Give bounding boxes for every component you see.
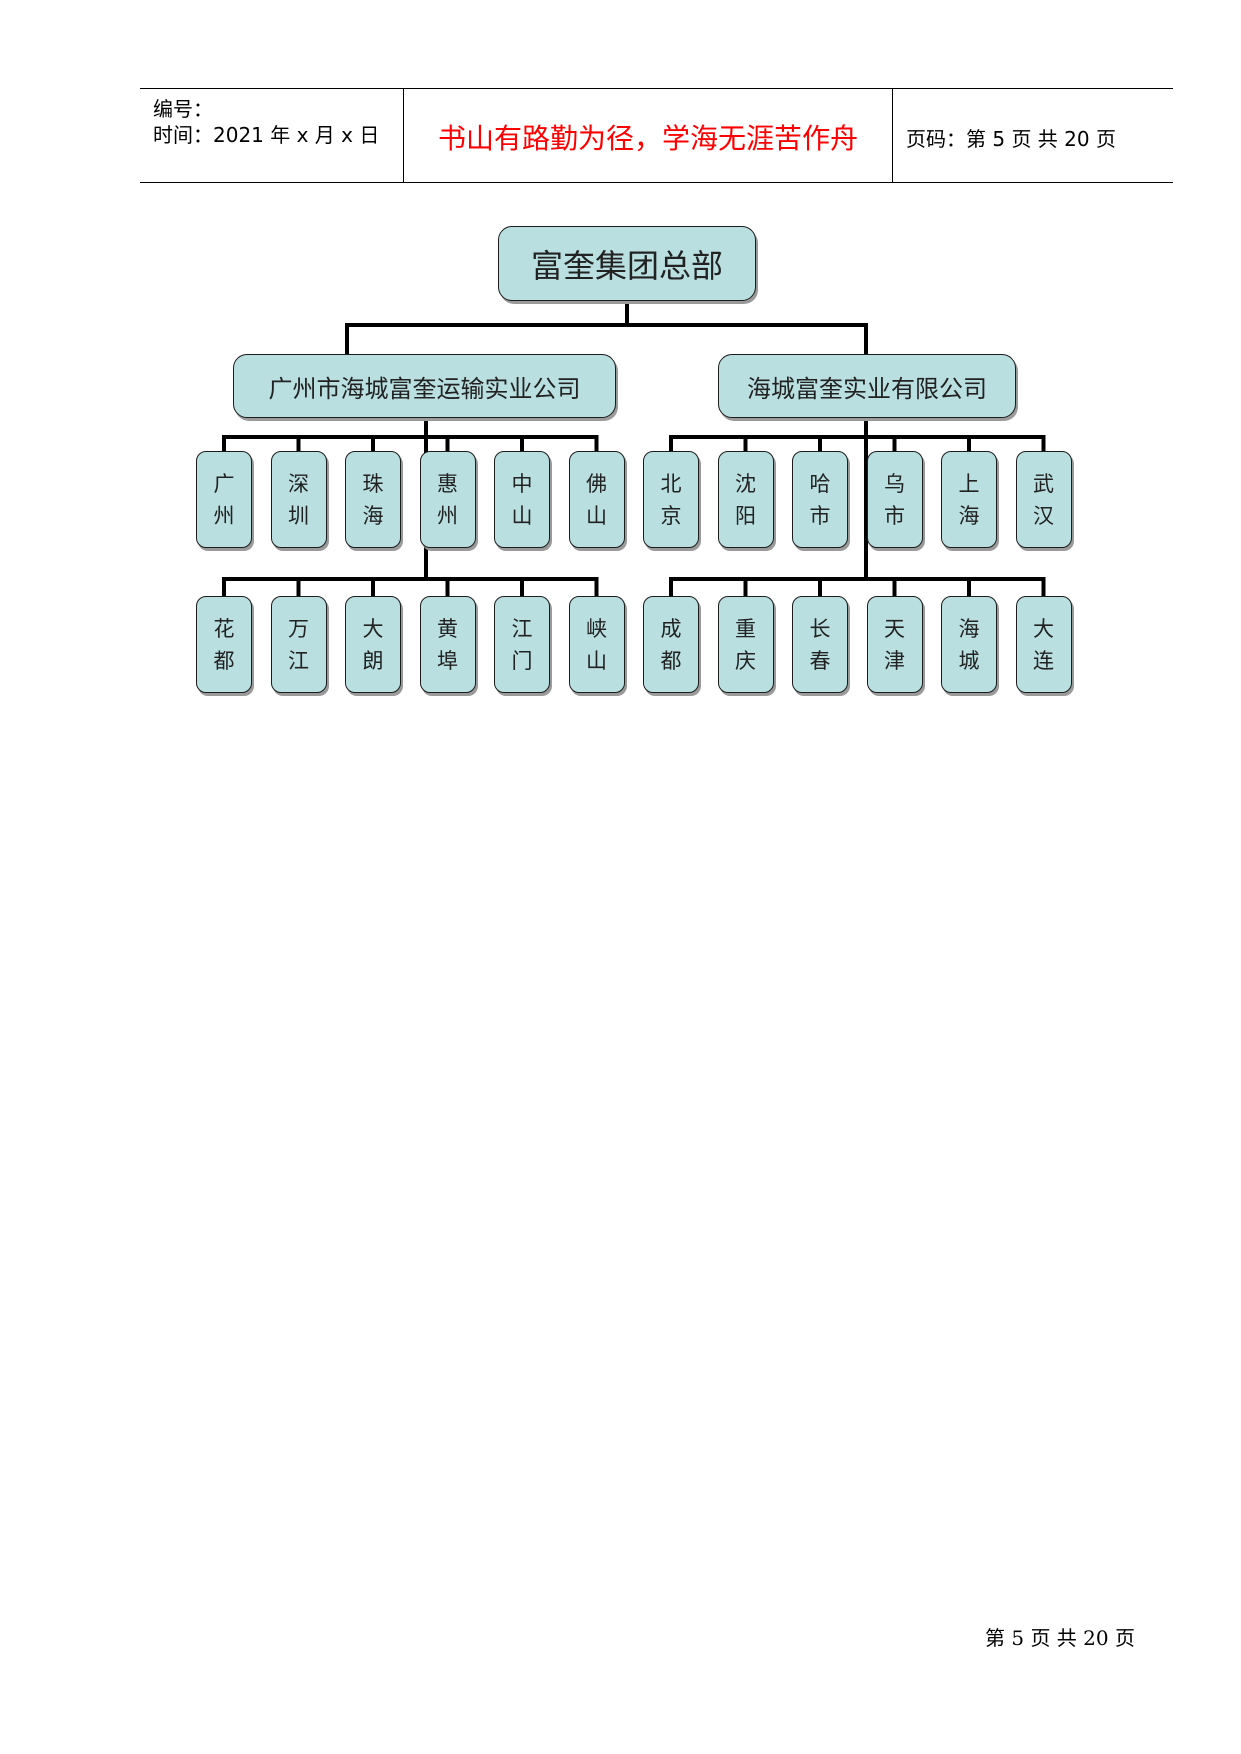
- org-node-branch-row2: 重庆: [717, 596, 774, 693]
- org-node-branch-row1: 深圳: [270, 451, 327, 548]
- header-page-number: 页码：第 5 页 共 20 页: [906, 127, 1116, 151]
- org-node-branch-row2: 峡山: [568, 596, 625, 693]
- org-node-branch-row1: 珠海: [345, 451, 401, 548]
- org-chart-connectors: [222, 299, 1046, 598]
- org-node-branch-row1: 广州: [196, 451, 252, 548]
- org-chart: 富奎集团总部 广州市海城富奎运输实业公司 海城富奎实业有限公司 广州深圳珠海惠州…: [0, 0, 1241, 760]
- org-node-company-haicheng: 海城富奎实业有限公司: [718, 354, 1016, 418]
- header-motto: 书山有路勤为径，学海无涯苦作舟: [437, 122, 858, 155]
- page-footer-number: 第 5 页 共 20 页: [985, 1626, 1135, 1650]
- org-node-branch-row1: 北京: [643, 451, 699, 548]
- org-node-branch-row2: 花都: [196, 596, 252, 693]
- org-node-branch-row1: 惠州: [419, 451, 476, 548]
- org-node-root: 富奎集团总部: [498, 226, 756, 301]
- org-node-branch-row2: 成都: [643, 596, 699, 693]
- org-node-branch-row2: 万江: [270, 596, 327, 693]
- org-node-branch-row1: 哈市: [792, 451, 848, 548]
- document-date-label: 时间：2021 年 x 月 x 日: [153, 123, 380, 147]
- org-node-branch-row2: 黄埠: [419, 596, 476, 693]
- org-node-branch-row2: 大连: [1015, 596, 1072, 693]
- header-page-cell: 页码：第 5 页 共 20 页: [894, 89, 1173, 182]
- document-number-label: 编号：: [153, 97, 213, 121]
- org-node-branch-row2: 长春: [792, 596, 848, 693]
- org-node-branch-row2: 大朗: [345, 596, 401, 693]
- header-motto-cell: 书山有路勤为径，学海无涯苦作舟: [404, 89, 893, 182]
- header-info-cell: 编号： 时间：2021 年 x 月 x 日: [140, 89, 404, 182]
- org-node-branch-row2: 海城: [941, 596, 997, 693]
- org-node-branch-row2: 江门: [494, 596, 550, 693]
- org-node-branch-row1: 上海: [941, 451, 997, 548]
- org-node-company-guangzhou: 广州市海城富奎运输实业公司: [233, 354, 616, 418]
- org-node-branch-row1: 沈阳: [717, 451, 774, 548]
- org-node-branch-row1: 乌市: [866, 451, 923, 548]
- org-node-branch-row1: 中山: [494, 451, 550, 548]
- org-node-branch-row1: 佛山: [568, 451, 625, 548]
- page-header: 编号： 时间：2021 年 x 月 x 日 书山有路勤为径，学海无涯苦作舟 页码…: [140, 88, 1173, 183]
- org-node-branch-row2: 天津: [866, 596, 923, 693]
- org-node-branch-row1: 武汉: [1015, 451, 1072, 548]
